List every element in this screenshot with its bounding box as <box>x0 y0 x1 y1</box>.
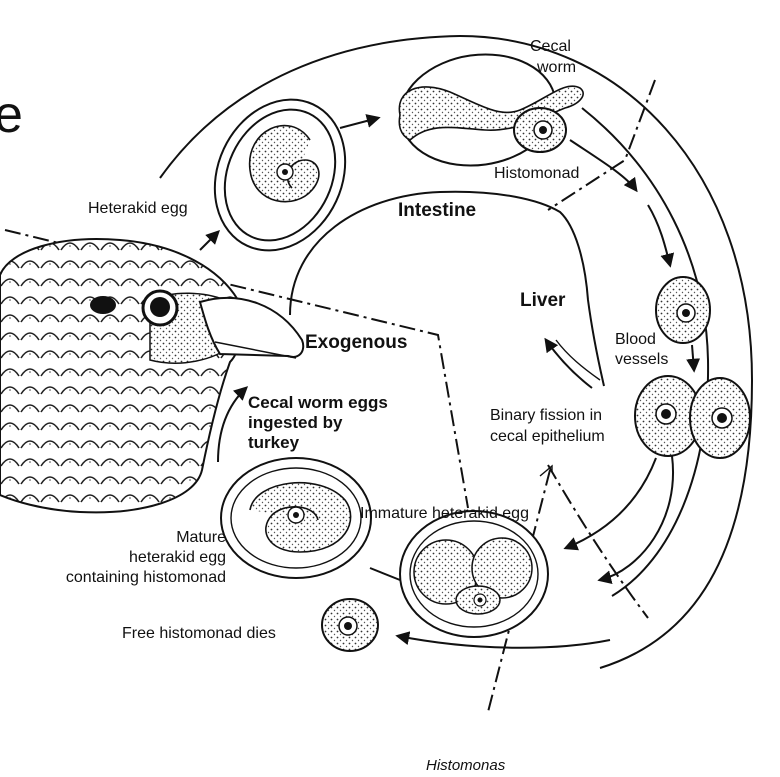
arrow-worm-to-vessels <box>570 140 636 190</box>
label-intestine: Intestine <box>398 200 476 221</box>
label-blood-1: Blood <box>615 331 656 348</box>
label-binary-fission-2: cecal epithelium <box>490 428 605 445</box>
label-exogenous: Exogenous <box>305 332 407 353</box>
arrow-to-liver <box>546 340 592 388</box>
label-free-histomonad-dies: Free histomonad dies <box>122 625 276 642</box>
immature-heterakid-egg-icon <box>400 511 548 637</box>
label-cecal-worm-2: worm <box>536 59 576 76</box>
label-ingested-3: turkey <box>248 433 300 452</box>
dividing-histomonad-cells <box>635 376 750 458</box>
arrow-egg-to-worm <box>340 118 378 128</box>
label-binary-fission-1: Binary fission in <box>490 407 602 424</box>
immature-to-mature-connector <box>370 568 400 580</box>
label-ingested-2: ingested by <box>248 413 343 432</box>
label-blood-2: vessels <box>615 351 668 368</box>
arrow-blood-to-fission <box>692 345 694 370</box>
arrow-fission-down <box>600 456 673 580</box>
label-histomonad: Histomonad <box>494 165 579 182</box>
mature-heterakid-egg-icon <box>221 458 371 578</box>
arrow-ingested <box>218 388 246 462</box>
heterakid-egg-icon <box>191 78 369 272</box>
label-mature-1: Mature <box>176 529 226 546</box>
label-mature-2: heterakid egg <box>129 549 226 566</box>
label-immature-egg: Immature heterakid egg <box>360 505 529 522</box>
edge-letter: e <box>0 86 23 144</box>
boundary-line-lower-right <box>548 465 648 618</box>
label-ingested-1: Cecal worm eggs <box>248 393 388 412</box>
caption-histomonas: Histomonas <box>426 757 506 774</box>
blood-vessel-cell <box>656 277 710 343</box>
arrow-turkey-to-egg <box>200 232 218 250</box>
arrow-to-blood-cell <box>648 205 670 265</box>
label-cecal-worm-1: Cecal <box>530 38 571 55</box>
label-heterakid-egg: Heterakid egg <box>88 200 188 217</box>
label-mature-3: containing histomonad <box>66 569 226 586</box>
histomonad-cell-icon <box>514 108 566 152</box>
arrow-fission-to-immature <box>566 458 656 548</box>
free-histomonad-cell-icon <box>322 599 378 651</box>
label-liver: Liver <box>520 290 566 311</box>
